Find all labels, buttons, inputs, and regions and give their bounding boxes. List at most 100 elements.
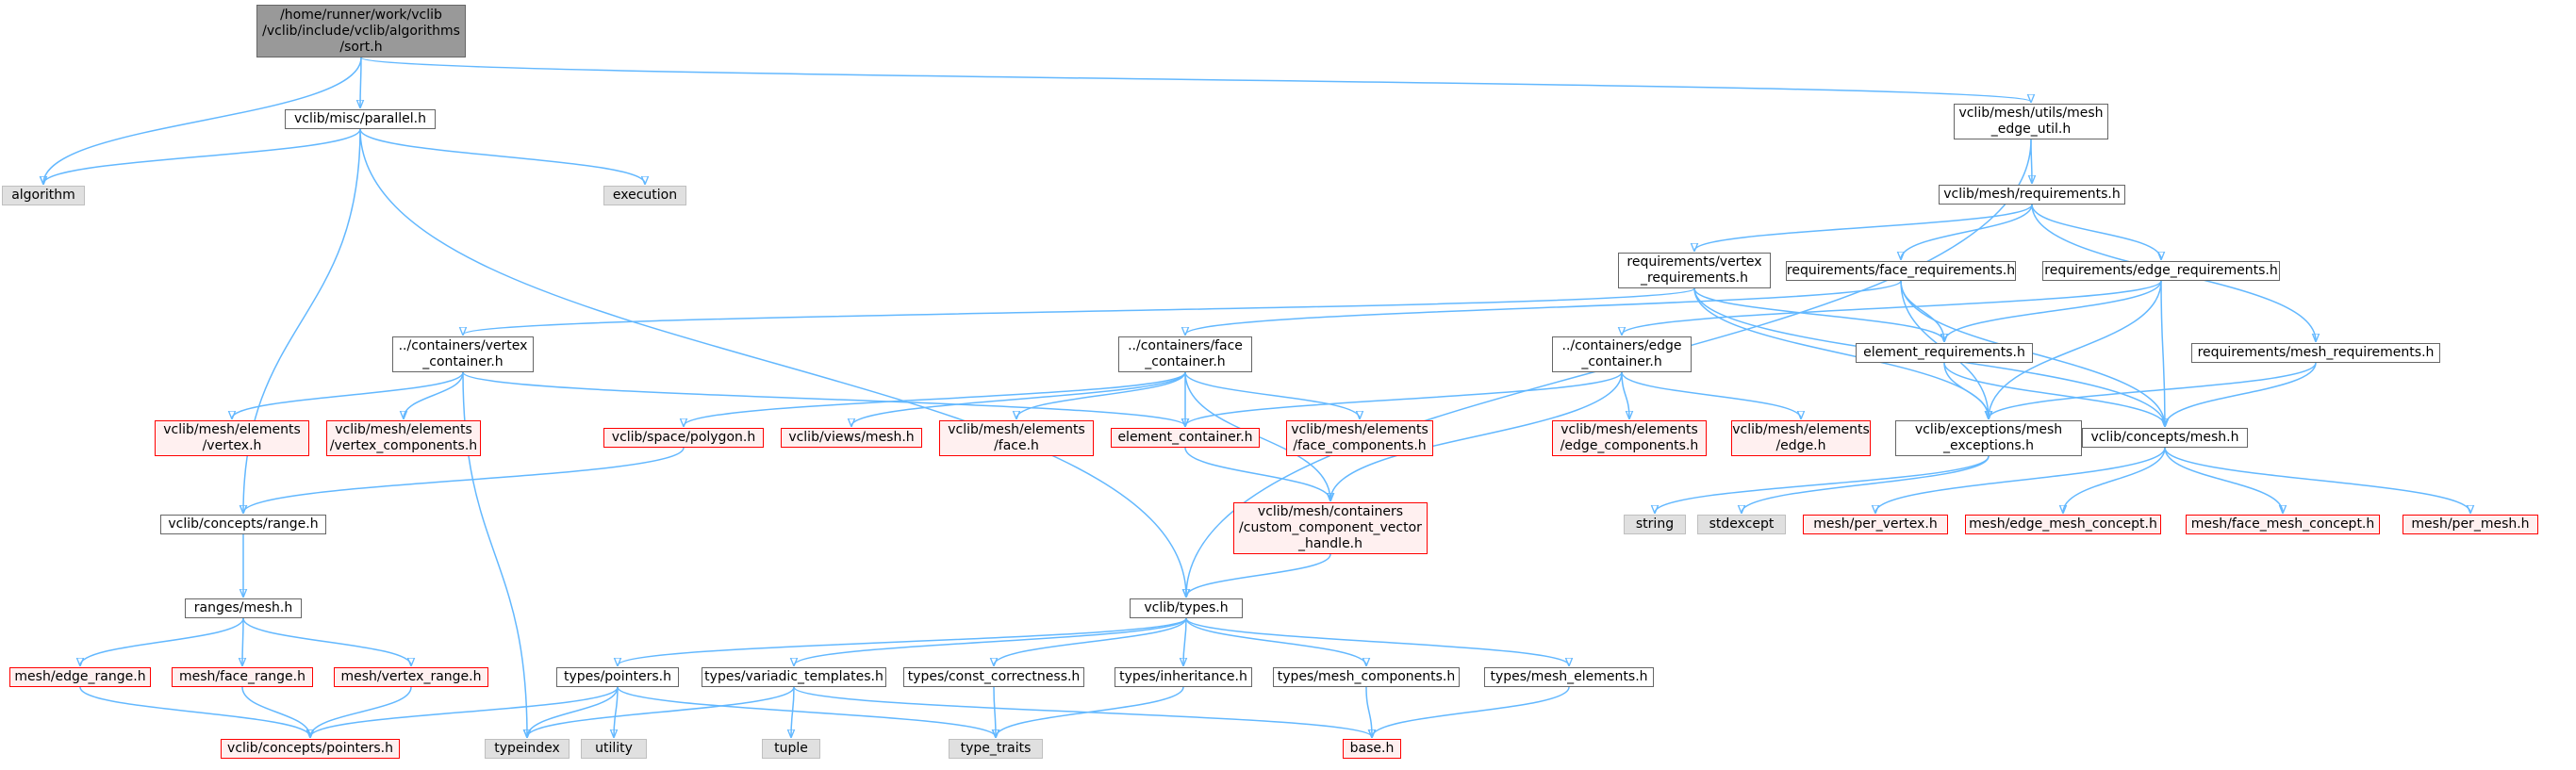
node-base[interactable]: base.h	[1343, 739, 1401, 759]
edge-vertex_req-to-vertex_container	[463, 287, 1695, 335]
edge-inheritance-to-type_traits	[996, 686, 1184, 737]
node-elements-edge-components[interactable]: vclib/mesh/elements /edge_components.h	[1552, 420, 1707, 456]
edge-edge_container-to-element_container	[1185, 371, 1623, 426]
node-concepts-range[interactable]: vclib/concepts/range.h	[160, 515, 326, 534]
node-mesh-per-vertex[interactable]: mesh/per_vertex.h	[1803, 515, 1948, 534]
edge-polygon-to-concepts_range	[243, 447, 685, 513]
edge-ranges_mesh-to-face_range	[242, 617, 243, 665]
edge-edge_req-to-mesh_exceptions	[1989, 280, 2162, 418]
node-edge-container[interactable]: ../containers/edge _container.h	[1552, 336, 1692, 372]
edge-vertex_range-to-concepts_pointers	[310, 686, 412, 737]
edge-edge_container-to-el_edge_comp	[1621, 371, 1629, 418]
node-mesh-requirements-h[interactable]: requirements/mesh_requirements.h	[2191, 343, 2440, 363]
node-mesh-per-mesh[interactable]: mesh/per_mesh.h	[2403, 515, 2538, 534]
edge-edge_req-to-concepts_mesh	[2160, 280, 2165, 426]
node-elements-vertex-components[interactable]: vclib/mesh/elements /vertex_components.h	[326, 420, 481, 456]
node-ranges-mesh[interactable]: ranges/mesh.h	[185, 598, 302, 618]
edge-pointers_h-to-utility	[614, 686, 619, 737]
edge-vertex_container-to-element_container	[462, 371, 1185, 426]
node-type-traits[interactable]: type_traits	[949, 739, 1043, 759]
node-mesh-requirements[interactable]: vclib/mesh/requirements.h	[1939, 185, 2125, 205]
edge-types-to-mesh_components	[1185, 617, 1366, 665]
edge-vertex_req-to-element_req	[1693, 287, 1944, 341]
edge-mesh_req-to-concepts_mesh	[2165, 362, 2317, 426]
edge-edge_range-to-concepts_pointers	[79, 686, 310, 737]
edge-element_req-to-concepts_mesh	[1943, 362, 2165, 426]
node-elements-face[interactable]: vclib/mesh/elements /face.h	[939, 420, 1094, 456]
edge-types-to-inheritance	[1183, 617, 1186, 665]
edge-face_container-to-views_mesh	[851, 371, 1186, 426]
edge-vertex_container-to-el_vertex_comp	[404, 371, 464, 418]
node-utility[interactable]: utility	[581, 739, 647, 759]
edge-concepts_mesh-to-per_vertex	[1875, 447, 2166, 513]
edge-requirements-to-face_req	[1901, 204, 2033, 259]
edge-const_corr-to-type_traits	[994, 686, 996, 737]
edge-face_container-to-polygon	[684, 371, 1186, 426]
node-types-variadic-templates[interactable]: types/variadic_templates.h	[702, 667, 886, 687]
edge-concepts_mesh-to-face_mesh_concept	[2164, 447, 2283, 513]
node-vclib-types[interactable]: vclib/types.h	[1130, 598, 1243, 618]
node-space-polygon[interactable]: vclib/space/polygon.h	[603, 428, 764, 448]
edge-types-to-mesh_elements	[1185, 617, 1569, 665]
edge-element_req-to-mesh_exceptions	[1943, 362, 1989, 418]
edge-parallel-to-execution	[359, 128, 645, 184]
node-types-mesh-elements[interactable]: types/mesh_elements.h	[1484, 667, 1654, 687]
node-types-inheritance[interactable]: types/inheritance.h	[1115, 667, 1252, 687]
edge-parallel-to-algorithm	[43, 128, 361, 184]
node-string[interactable]: string	[1624, 515, 1686, 534]
edge-ranges_mesh-to-edge_range	[80, 617, 244, 665]
node-types-pointers[interactable]: types/pointers.h	[556, 667, 679, 687]
edge-face_container-to-el_face_comp	[1184, 371, 1360, 418]
node-root-sort-h[interactable]: /home/runner/work/vclib /vclib/include/v…	[256, 5, 466, 57]
node-face-requirements[interactable]: requirements/face_requirements.h	[1786, 261, 2016, 281]
edge-edge_container-to-custom_comp	[1330, 371, 1623, 500]
edge-face_range-to-concepts_pointers	[241, 686, 310, 737]
node-mesh-vertex-range[interactable]: mesh/vertex_range.h	[334, 667, 488, 687]
node-execution[interactable]: execution	[603, 186, 686, 205]
edge-ranges_mesh-to-vertex_range	[242, 617, 411, 665]
node-vertex-requirements[interactable]: requirements/vertex _requirements.h	[1618, 253, 1771, 288]
edge-variadic-to-tuple	[791, 686, 794, 737]
node-element-requirements[interactable]: element_requirements.h	[1856, 343, 2033, 363]
node-mesh-edge-util[interactable]: vclib/mesh/utils/mesh _edge_util.h	[1954, 104, 2108, 139]
edge-variadic-to-typeindex	[527, 686, 795, 737]
node-vclib-misc-parallel[interactable]: vclib/misc/parallel.h	[285, 109, 436, 129]
node-stdexcept[interactable]: stdexcept	[1697, 515, 1786, 534]
edge-edge_req-to-edge_container	[1622, 280, 2162, 335]
node-custom-component-vector-handle[interactable]: vclib/mesh/containers /custom_component_…	[1233, 502, 1428, 554]
node-tuple[interactable]: tuple	[762, 739, 820, 759]
node-types-mesh-components[interactable]: types/mesh_components.h	[1273, 667, 1460, 687]
edge-types-to-const_corr	[994, 617, 1187, 665]
node-element-container[interactable]: element_container.h	[1111, 428, 1260, 448]
node-mesh-face-mesh-concept[interactable]: mesh/face_mesh_concept.h	[2186, 515, 2380, 534]
edge-concepts_mesh-to-per_mesh	[2164, 447, 2470, 513]
node-concepts-pointers[interactable]: vclib/concepts/pointers.h	[221, 739, 400, 759]
node-mesh-exceptions[interactable]: vclib/exceptions/mesh _exceptions.h	[1895, 420, 2082, 456]
node-algorithm[interactable]: algorithm	[2, 186, 85, 205]
node-mesh-face-range[interactable]: mesh/face_range.h	[172, 667, 313, 687]
edge-custom_comp-to-types	[1186, 553, 1331, 597]
edge-mesh_elements-to-base	[1372, 686, 1570, 737]
node-elements-face-components[interactable]: vclib/mesh/elements /face_components.h	[1286, 420, 1433, 456]
edge-pointers_h-to-type_traits	[617, 686, 996, 737]
edge-edge_container-to-el_edge	[1621, 371, 1801, 418]
node-types-const-correctness[interactable]: types/const_correctness.h	[903, 667, 1084, 687]
edge-types-to-variadic	[794, 617, 1187, 665]
edge-mesh_req-to-mesh_exceptions	[1989, 362, 2317, 418]
edge-element_container-to-custom_comp	[1184, 447, 1330, 500]
node-typeindex[interactable]: typeindex	[485, 739, 570, 759]
node-edge-requirements[interactable]: requirements/edge_requirements.h	[2042, 261, 2280, 281]
node-elements-edge[interactable]: vclib/mesh/elements /edge.h	[1731, 420, 1871, 456]
node-vertex-container[interactable]: ../containers/vertex _container.h	[392, 336, 534, 372]
node-views-mesh[interactable]: vclib/views/mesh.h	[781, 428, 922, 448]
node-mesh-edge-range[interactable]: mesh/edge_range.h	[9, 667, 151, 687]
edge-mesh_exceptions-to-stdexcept	[1742, 455, 1990, 513]
node-mesh-edge-mesh-concept[interactable]: mesh/edge_mesh_concept.h	[1965, 515, 2161, 534]
edge-face_req-to-face_container	[1185, 280, 1902, 335]
node-elements-vertex[interactable]: vclib/mesh/elements /vertex.h	[155, 420, 309, 456]
edge-mesh_components-to-base	[1365, 686, 1372, 737]
edge-face_container-to-el_face	[1016, 371, 1186, 418]
node-concepts-mesh[interactable]: vclib/concepts/mesh.h	[2082, 428, 2248, 448]
node-face-container[interactable]: ../containers/face _container.h	[1118, 336, 1252, 372]
